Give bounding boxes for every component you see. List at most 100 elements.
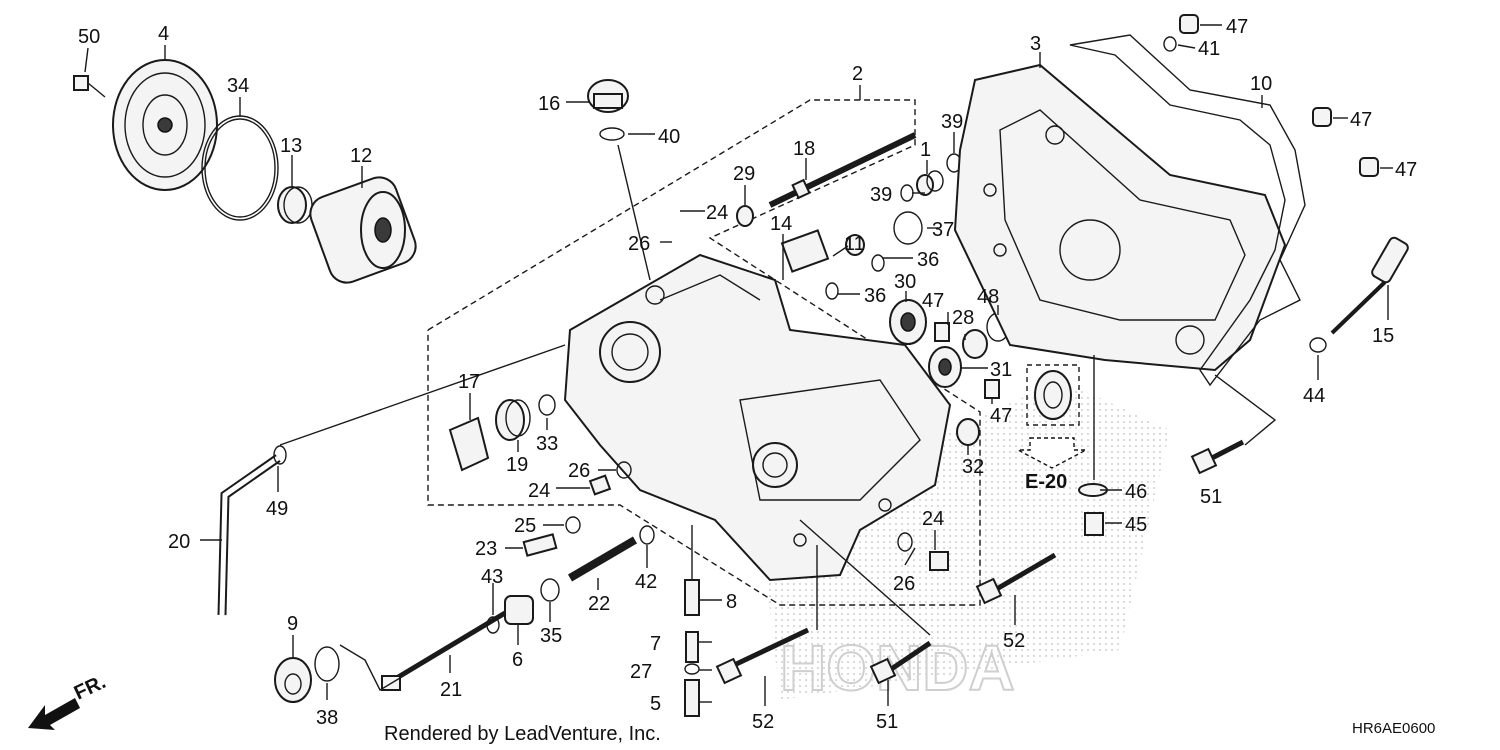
callout-27: 27 (630, 661, 652, 683)
callout-35: 35 (540, 625, 562, 647)
callout-43: 43 (481, 566, 503, 588)
washer-26c (897, 532, 913, 552)
callout-48: 48 (977, 286, 999, 308)
callout-6: 6 (512, 649, 523, 671)
callout-26b: 26 (568, 460, 590, 482)
callout-23: 23 (475, 538, 497, 560)
callout-8: 8 (726, 591, 737, 613)
callout-36a: 36 (917, 249, 939, 271)
callout-9: 9 (287, 613, 298, 635)
reference-e20: E-20 (1025, 471, 1067, 493)
callout-12: 12 (350, 145, 372, 167)
hose-20 (217, 454, 281, 616)
strainer-14 (780, 229, 830, 273)
callout-26c: 26 (893, 573, 915, 595)
callout-2: 2 (852, 63, 863, 85)
footer-credit: Rendered by LeadVenture, Inc. (384, 723, 661, 745)
callout-26a: 26 (628, 233, 650, 255)
plug-11 (845, 234, 865, 256)
o-ring-40 (599, 127, 625, 141)
callout-24a: 24 (706, 202, 728, 224)
filler-cap-16 (587, 79, 629, 113)
o-ring-41 (1163, 36, 1177, 52)
callout-39a: 39 (941, 111, 963, 133)
callout-51a: 51 (1200, 486, 1222, 508)
bolt-24c (929, 551, 949, 571)
callout-45: 45 (1125, 514, 1147, 536)
callout-47d: 47 (1350, 109, 1372, 131)
watermark: HONDA (760, 380, 1170, 705)
o-ring-36a (871, 254, 885, 272)
washer-26b (616, 461, 632, 479)
callout-49: 49 (266, 498, 288, 520)
callout-24b: 24 (528, 480, 550, 502)
dowel-47b (984, 379, 1000, 399)
callout-39b: 39 (870, 184, 892, 206)
dowel-47d (1312, 107, 1332, 127)
o-ring-38 (314, 646, 340, 682)
assembly-outline (427, 85, 981, 606)
callout-5: 5 (650, 693, 661, 715)
callout-37: 37 (932, 219, 954, 241)
callout-42: 42 (635, 571, 657, 593)
callout-47e: 47 (1395, 159, 1417, 181)
callout-47c: 47 (1226, 16, 1248, 38)
callout-10: 10 (1250, 73, 1272, 95)
diagram-code: HR6AE0600 (1352, 720, 1435, 737)
crankcase-cover-right (953, 63, 1287, 372)
oil-seal-ref (1017, 364, 1087, 469)
callout-16: 16 (538, 93, 560, 115)
washer-25 (565, 516, 581, 534)
crankcase-left (563, 253, 952, 582)
o-ring-37 (893, 211, 923, 245)
o-ring-34 (201, 115, 279, 221)
oil-filter-cover (112, 45, 218, 191)
bolt-50 (73, 75, 106, 98)
bolt-5 (684, 679, 700, 717)
callout-21: 21 (440, 679, 462, 701)
callout-11: 11 (844, 233, 865, 255)
bolt-51b (869, 640, 932, 685)
callout-44: 44 (1303, 385, 1325, 407)
dowel-47a (934, 322, 950, 342)
callout-52b: 52 (1003, 630, 1025, 652)
bearing-32 (956, 418, 980, 446)
leader-lines (84, 24, 1393, 706)
callout-7: 7 (650, 633, 661, 655)
callout-22: 22 (588, 593, 610, 615)
bolt-51a (1190, 439, 1245, 475)
callout-38: 38 (316, 707, 338, 729)
washer-27 (684, 663, 700, 675)
callout-3: 3 (1030, 33, 1041, 55)
callout-18: 18 (793, 138, 815, 160)
o-ring-35 (540, 578, 560, 602)
callout-20: 20 (168, 531, 190, 553)
washer-42 (639, 525, 655, 545)
spring-1 (916, 170, 944, 196)
washer-33 (538, 394, 556, 416)
callout-40: 40 (658, 126, 680, 148)
callout-29: 29 (733, 163, 755, 185)
spring-13 (277, 186, 313, 224)
gasket-10 (1069, 34, 1306, 387)
callout-28: 28 (952, 307, 974, 329)
oil-filter-12 (309, 176, 417, 284)
clamp-49 (273, 445, 287, 465)
callout-19: 19 (506, 454, 528, 476)
callout-30: 30 (894, 271, 916, 293)
callout-32: 32 (962, 456, 984, 478)
valve-17 (448, 416, 490, 472)
pin-8 (684, 579, 700, 616)
sensor-15 (1330, 236, 1409, 335)
callout-4: 4 (158, 23, 169, 45)
bearing-30 (889, 299, 927, 345)
callout-25: 25 (514, 515, 536, 537)
switch-23 (522, 533, 558, 557)
callout-51b: 51 (876, 711, 898, 733)
callout-31: 31 (990, 359, 1012, 381)
washer-28 (962, 329, 988, 359)
callout-33: 33 (536, 433, 558, 455)
callout-47a: 47 (922, 290, 944, 312)
bolt-52a (715, 627, 810, 685)
